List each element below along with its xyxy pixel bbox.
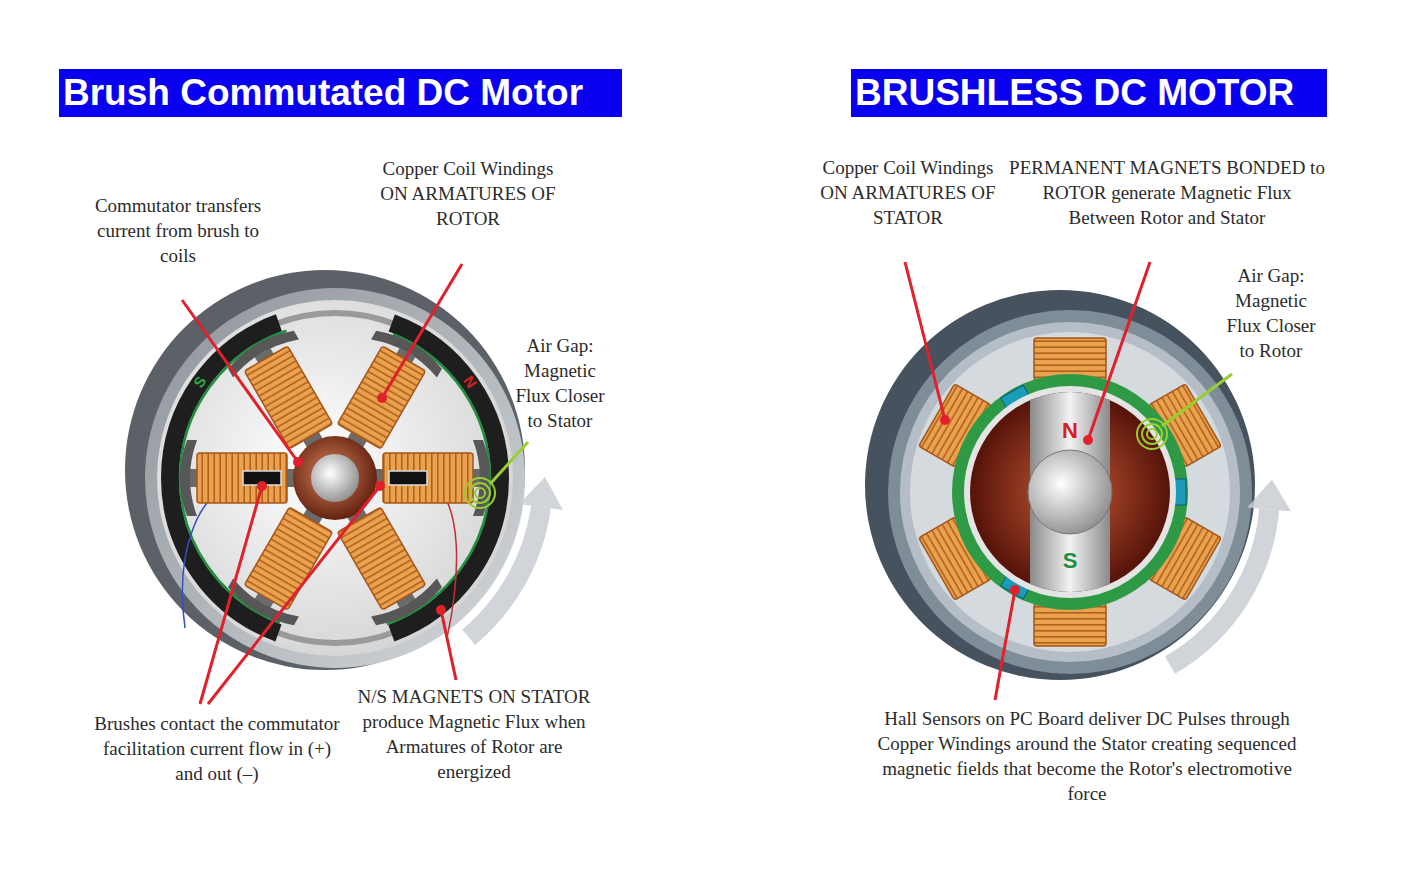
leader-line [208,486,380,704]
leader-line [905,262,945,420]
leader-line [1088,262,1150,440]
brush [389,471,427,485]
shaft [1028,450,1112,534]
leader-dot [1083,435,1093,445]
leader-lines [182,262,1150,704]
callout-label-box: N [1055,416,1085,445]
leader-dot [293,457,303,467]
callout-label-box: S [1055,546,1085,575]
pole-letter: N [455,366,485,397]
flux-ring [1147,429,1157,439]
brushless-motor [865,290,1291,680]
leader-dot [1010,585,1020,595]
title-text: BRUSHLESS DC MOTOR [851,71,1298,115]
title-banner: BRUSHLESS DC MOTOR [851,69,1327,117]
housing-face [157,300,513,656]
leader-line [490,442,528,484]
flux-ring [1137,419,1167,449]
rotation-arrow [1170,509,1269,665]
leader-line [1162,374,1232,426]
flux-ring [470,483,490,503]
leader-dot [940,415,950,425]
callout-text: Commutator transfers current from brush … [78,193,278,268]
callout-text: Air Gap: Magnetic Flux Closer to Stator [510,333,610,433]
leader-line [995,590,1015,700]
callout-text: N/S MAGNETS ON STATOR produce Magnetic F… [354,684,594,784]
brushed-motor [125,270,563,670]
leader-line [200,486,262,704]
leader-dot [257,481,267,491]
housing-rim [888,310,1252,674]
callout-label-box: S [185,366,215,397]
flux-ring [1142,424,1162,444]
leader-dot [375,481,385,491]
stator-ring [952,374,1188,610]
rotation-arrow [469,507,541,637]
callout-label-box: Air Gap: Magnetic Flux Closer to Rotor [1221,263,1321,363]
callout-text: Copper Coil Windings ON ARMATURES OF ROT… [378,156,558,231]
leader-dots [257,393,1093,615]
title-text: Brush Commutated DC Motor [59,71,587,115]
callout-label-box: Brushes contact the commutator facilitat… [87,711,347,786]
rotor [970,392,1170,592]
stator-magnets [170,313,500,643]
housing-back [125,270,525,670]
callout-text: Hall Sensors on PC Board deliver DC Puls… [862,706,1312,806]
pole-letter: S [1055,546,1085,575]
flux-ring [475,488,485,498]
leader-line [182,300,298,462]
callout-label-box: Copper Coil Windings ON ARMATURES OF STA… [813,155,1003,230]
callout-label-box: PERMANENT MAGNETS BONDED to ROTOR genera… [1007,155,1327,230]
leader-dot [436,605,446,615]
callout-text: PERMANENT MAGNETS BONDED to ROTOR genera… [1007,155,1327,230]
housing-rim [145,288,525,668]
callout-text: Copper Coil Windings ON ARMATURES OF STA… [813,155,1003,230]
rotation-arrowhead [1247,480,1291,512]
air-gap [964,386,1176,598]
pole-letter: S [185,366,215,397]
callout-label-box: Air Gap: Magnetic Flux Closer to Stator [510,333,610,433]
callout-label-box: N/S MAGNETS ON STATOR produce Magnetic F… [354,684,594,784]
rotation-arrowhead [519,477,563,510]
stator-core [910,332,1230,652]
flux-spiral [1137,419,1167,449]
magnet-edge [180,323,490,633]
leader-dot [377,393,387,403]
shaft [311,454,359,502]
callout-label-box: Copper Coil Windings ON ARMATURES OF ROT… [378,156,558,231]
callout-label-box: Hall Sensors on PC Board deliver DC Puls… [862,706,1312,806]
callout-text: Air Gap: Magnetic Flux Closer to Rotor [1221,263,1321,363]
callout-label-box: N [455,366,485,397]
leader-line [382,264,462,398]
housing-inner [900,322,1240,662]
callout-label-box: Commutator transfers current from brush … [78,193,278,268]
title-banner: Brush Commutated DC Motor [59,69,622,117]
pole-letter: N [1055,416,1085,445]
rotor-armature [180,440,305,516]
stator-ring [170,313,500,643]
housing-back [865,290,1255,680]
leader-line [441,610,456,680]
callout-text: Brushes contact the commutator facilitat… [87,711,347,786]
